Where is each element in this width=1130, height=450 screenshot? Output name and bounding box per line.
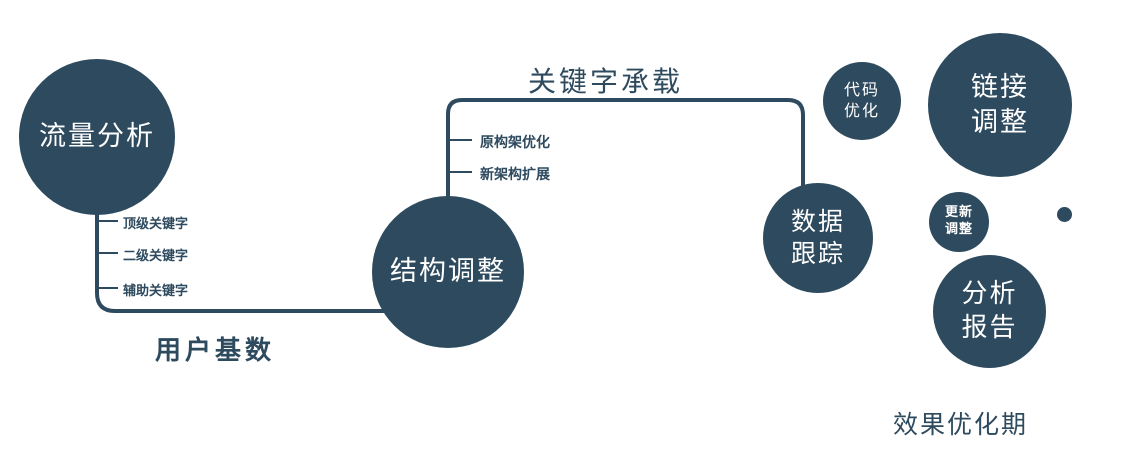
branch-label-original-structure: 原构架优化 (480, 135, 550, 151)
node-code-optimize-line2: 优化 (843, 101, 880, 120)
node-link-adjust: 链接 调整 (928, 33, 1072, 177)
branch-label-new-structure: 新架构扩展 (480, 167, 550, 183)
branch-label-aux-keywords: 辅助关键字 (123, 284, 189, 299)
node-data-tracking-line2: 跟踪 (790, 239, 845, 268)
node-code-optimize-line1: 代码 (843, 80, 880, 100)
node-analysis-report: 分析 报告 (933, 255, 1046, 368)
node-update-adjust-line2: 调整 (944, 222, 973, 237)
node-traffic-analysis: 流量分析 (19, 59, 175, 215)
edge-label-keyword-carry: 关键字承载 (528, 65, 684, 98)
branch-label-second-keywords: 二级关键字 (123, 249, 189, 264)
node-structure-adjust: 结构调整 (372, 196, 524, 348)
node-data-tracking: 数据 跟踪 (763, 183, 873, 293)
node-analysis-report-line2: 报告 (961, 312, 1018, 343)
node-update-adjust: 更新 调整 (929, 192, 989, 252)
node-structure-adjust-label: 结构调整 (390, 256, 506, 288)
node-update-adjust-line1: 更新 (944, 205, 973, 221)
node-traffic-analysis-label: 流量分析 (39, 121, 155, 153)
small-dot (1057, 207, 1072, 222)
edge-label-user-base: 用户基数 (155, 336, 276, 366)
node-data-tracking-line1: 数据 (790, 206, 845, 236)
phase-label: 效果优化期 (893, 410, 1029, 439)
edge-keyword-carry-path (446, 98, 805, 205)
branch-label-top-keywords: 顶级关键字 (123, 217, 189, 232)
node-link-adjust-line2: 调整 (971, 107, 1029, 138)
node-analysis-report-line1: 分析 (961, 278, 1018, 309)
node-link-adjust-line1: 链接 (971, 71, 1029, 103)
node-code-optimize: 代码 优化 (823, 62, 901, 140)
